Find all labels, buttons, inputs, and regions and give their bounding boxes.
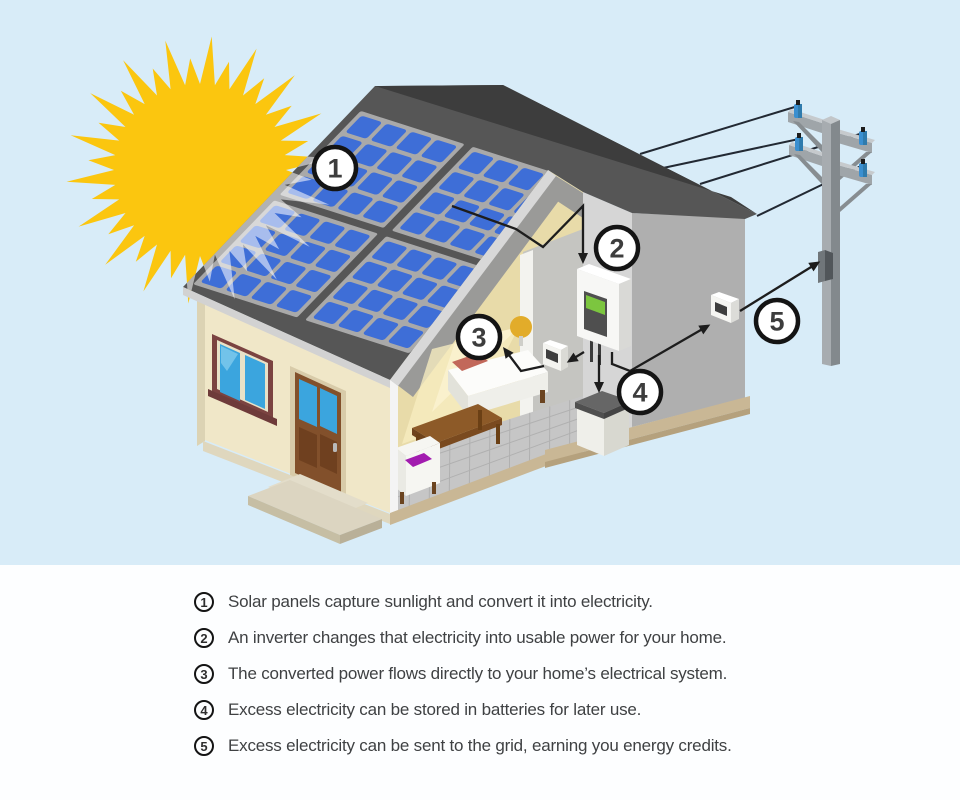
legend-text-4: Excess electricity can be stored in batt… <box>228 700 642 719</box>
electric-meter <box>711 292 739 323</box>
step-badge-4: 4 <box>616 368 664 416</box>
legend-item-2: 2 An inverter changes that electricity i… <box>0 620 960 656</box>
window <box>208 334 277 426</box>
front-door <box>290 366 346 500</box>
legend-text-5: Excess electricity can be sent to the gr… <box>228 736 732 755</box>
step-badge-2: 2 <box>593 224 641 272</box>
svg-text:2: 2 <box>609 234 624 264</box>
svg-text:4: 4 <box>632 378 647 408</box>
legend-item-1: 1 Solar panels capture sunlight and conv… <box>0 584 960 620</box>
battery <box>575 391 631 456</box>
door-handle <box>333 443 337 452</box>
side-wall <box>632 213 745 427</box>
inverter-screen <box>586 295 605 315</box>
wall-lamp <box>510 316 532 346</box>
legend-text-2: An inverter changes that electricity int… <box>228 628 727 647</box>
solar-diagram-scene: 1 2 3 4 5 <box>0 0 960 565</box>
step-badge-3: 3 <box>455 313 503 361</box>
legend-item-4: 4 Excess electricity can be stored in ba… <box>0 692 960 728</box>
house-front <box>197 297 398 516</box>
legend-item-5: 5 Excess electricity can be sent to the … <box>0 728 960 764</box>
svg-text:1: 1 <box>327 154 342 184</box>
legend-text-3: The converted power flows directly to yo… <box>228 664 728 683</box>
svg-text:3: 3 <box>471 323 486 353</box>
step-badge-5: 5 <box>753 297 801 345</box>
chair-cushion <box>405 453 432 467</box>
legend: 1 Solar panels capture sunlight and conv… <box>0 565 960 800</box>
legend-text-1: Solar panels capture sunlight and conver… <box>228 592 653 611</box>
legend-item-3: 3 The converted power flows directly to … <box>0 656 960 692</box>
door-steps <box>248 474 382 544</box>
interior-ceiling <box>392 171 569 397</box>
armchair <box>396 436 440 504</box>
roof-far-slope <box>375 85 757 214</box>
legend-badge-4: 4 <box>194 700 214 720</box>
legend-badge-2: 2 <box>194 628 214 648</box>
insulator-icons <box>794 100 867 177</box>
legend-badge-3: 3 <box>194 664 214 684</box>
legend-badge-5: 5 <box>194 736 214 756</box>
inverter <box>577 264 631 365</box>
wall-outlet <box>543 340 568 371</box>
flow-arrowheads <box>503 253 821 393</box>
legend-badge-1: 1 <box>194 592 214 612</box>
svg-text:5: 5 <box>769 307 784 337</box>
tiled-floor <box>392 396 584 514</box>
pole-junction-box <box>818 250 833 283</box>
utility-pole <box>788 100 875 366</box>
step-badge-1: 1 <box>311 144 359 192</box>
